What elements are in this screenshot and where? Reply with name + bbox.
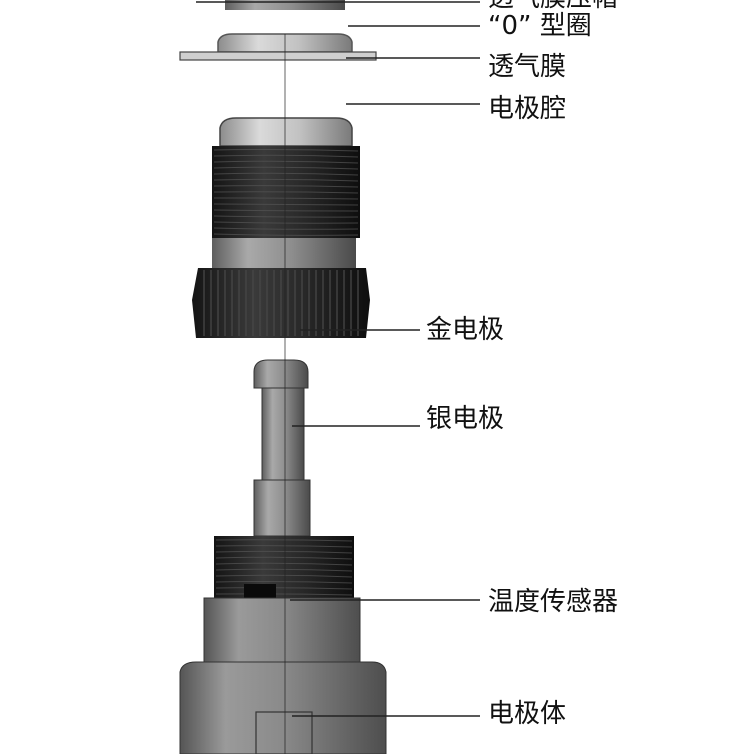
label-electrode-cavity: 电极腔	[488, 94, 567, 124]
thread-line	[213, 154, 359, 158]
silver-electrode	[253, 359, 311, 537]
electrode-cavity	[212, 117, 360, 268]
thread-line	[213, 185, 359, 188]
membrane	[179, 51, 377, 61]
thread-line	[215, 539, 353, 542]
thread-line	[213, 227, 359, 230]
thread-line	[213, 160, 359, 164]
thread-line	[213, 197, 359, 200]
thread-line	[213, 166, 359, 170]
thread-line	[215, 587, 353, 590]
label-silver-electrode: 银电极	[426, 404, 505, 434]
thread-line	[215, 545, 353, 548]
thread-line	[215, 580, 353, 584]
thread-line	[213, 221, 359, 224]
membrane-cap	[225, 0, 345, 10]
thread-line	[215, 593, 353, 596]
thread-line	[215, 574, 353, 578]
thread-line	[215, 568, 353, 572]
label-electrode-body: 电极体	[488, 699, 567, 729]
leader-lines	[196, 1, 480, 717]
thread-line	[213, 233, 359, 236]
thread-line	[213, 215, 359, 218]
body-threads	[214, 536, 354, 598]
thread-line	[215, 556, 353, 560]
thread-line	[215, 562, 353, 566]
thread-line	[213, 203, 359, 206]
label-gold-electrode: 金电极	[426, 315, 505, 345]
electrode-body	[179, 597, 387, 754]
thread-line	[213, 148, 359, 152]
thread-line	[213, 178, 359, 182]
thread-line	[213, 209, 359, 212]
label-membrane-cap: 透气膜压帽	[488, 0, 618, 13]
thread-line	[213, 191, 359, 194]
label-o-ring: “0” 型圈	[488, 11, 592, 41]
thread-line	[213, 172, 359, 176]
thread-line	[215, 550, 353, 554]
label-membrane: 透气膜	[488, 52, 567, 82]
label-temperature-sensor: 温度传感器	[488, 587, 619, 617]
gold-electrode	[192, 268, 370, 338]
